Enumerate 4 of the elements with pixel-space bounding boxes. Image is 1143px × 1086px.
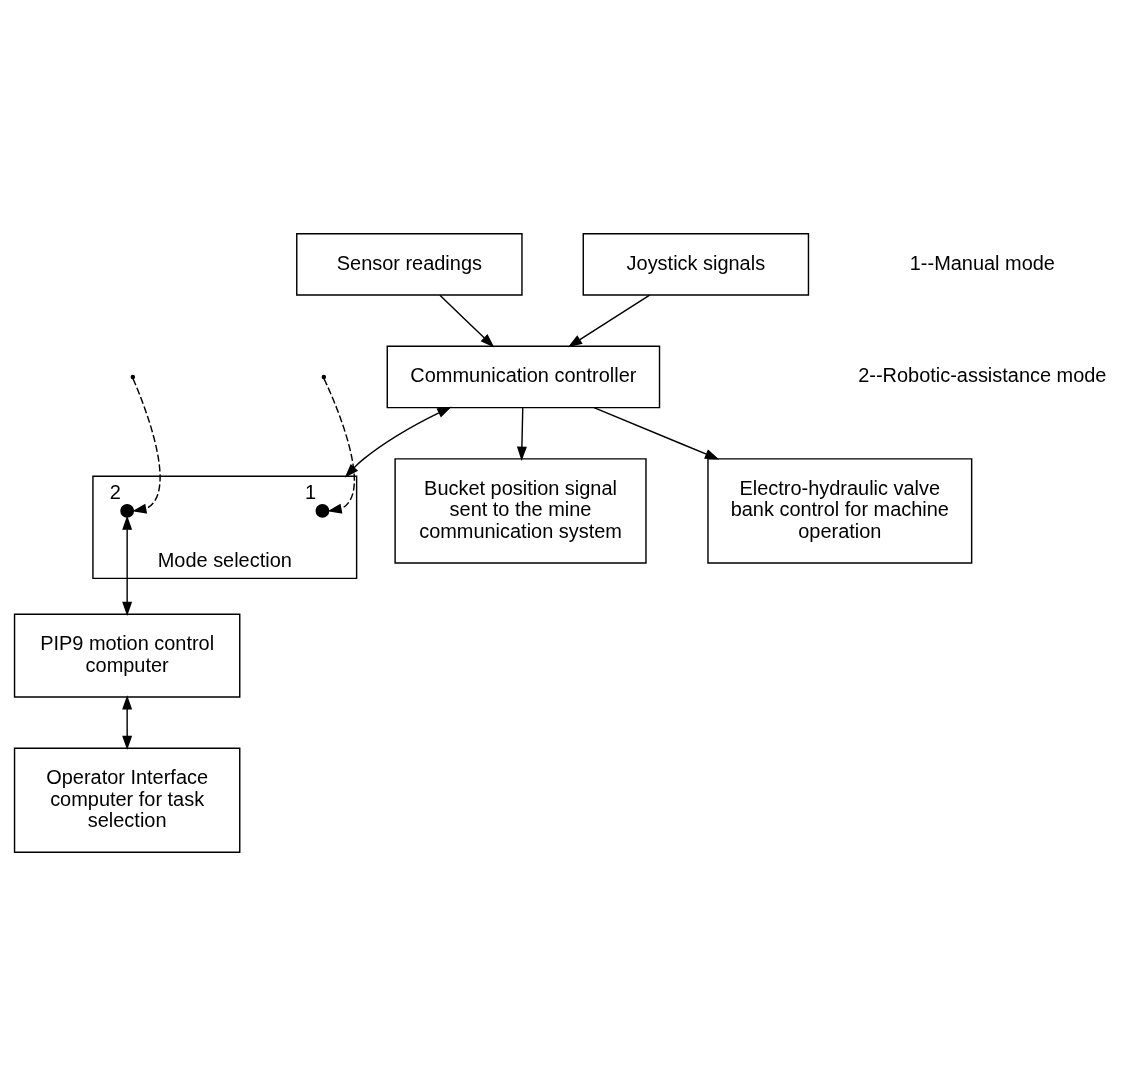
label: 2--Robotic-assistance mode	[858, 364, 1107, 387]
node-label: 1	[305, 481, 317, 504]
label: 1--Manual mode	[909, 251, 1055, 274]
node-label: 2	[109, 481, 121, 504]
